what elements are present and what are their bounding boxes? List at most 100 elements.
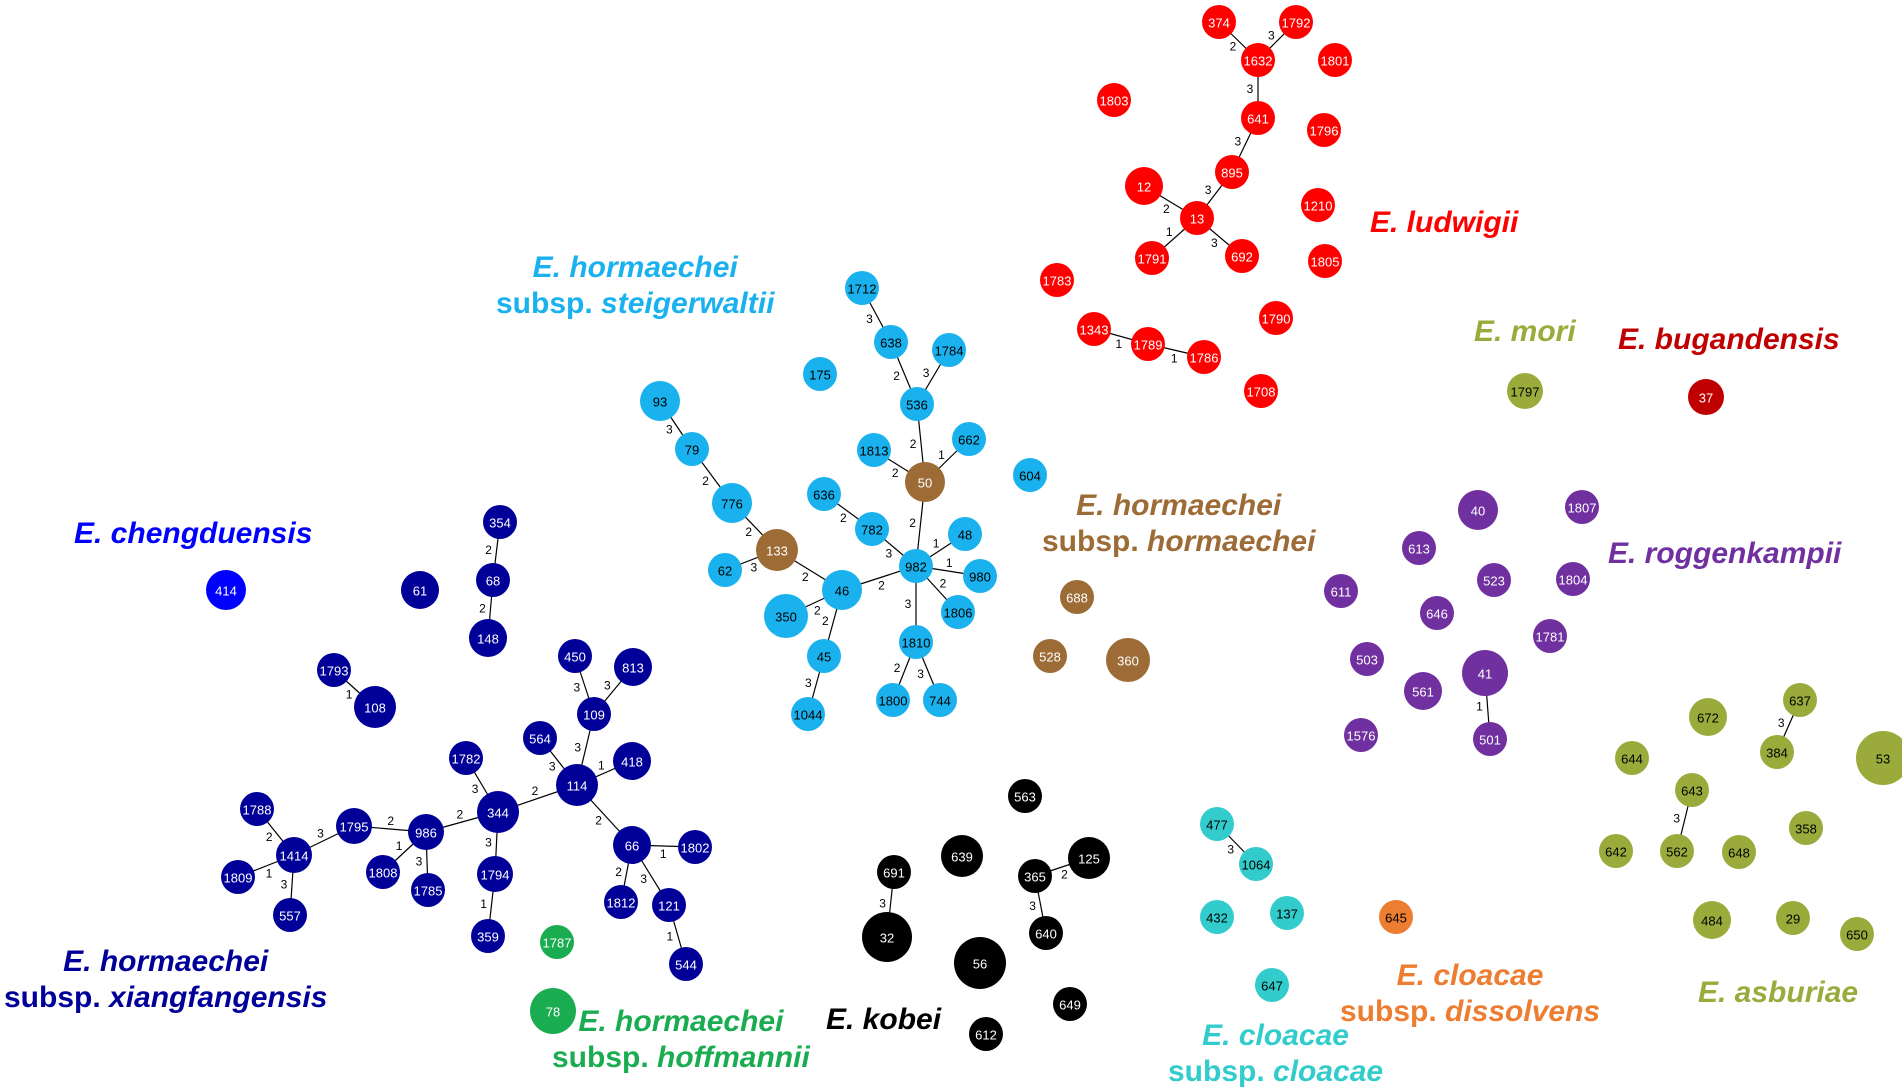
node-776: 776 <box>712 483 752 523</box>
species-label-line1: E. ludwigii <box>1370 206 1519 239</box>
node-circle <box>807 639 841 673</box>
node-circle <box>1776 901 1810 935</box>
node-1797: 1797 <box>1507 373 1543 409</box>
edge-weight-label: 1 <box>946 556 953 570</box>
node-circle <box>669 947 703 981</box>
node-circle <box>1308 244 1342 278</box>
node-78: 78 <box>530 988 576 1034</box>
species-label-subspecies: xiangfangensis <box>109 981 328 1014</box>
edge-weight-label: 3 <box>886 547 893 561</box>
node-circle <box>206 570 246 610</box>
node-circle <box>1180 201 1214 235</box>
species-label-line1: E. chengduensis <box>74 517 313 550</box>
edge-weight-label: 1 <box>660 847 667 861</box>
node-circle <box>1244 374 1278 408</box>
node-circle <box>613 742 651 780</box>
node-label: 650 <box>1846 928 1868 943</box>
node-360: 360 <box>1106 638 1150 682</box>
node-label: 62 <box>718 564 732 579</box>
node-circle <box>1760 735 1794 769</box>
edge-weight-label: 3 <box>472 782 479 796</box>
node-503: 503 <box>1350 642 1384 676</box>
edge-weight-label: 3 <box>917 667 924 681</box>
edge-weight-label: 1 <box>933 536 940 550</box>
node-1632: 1632 <box>1241 43 1275 77</box>
node-414: 414 <box>206 570 246 610</box>
edge-weight-label: 2 <box>814 603 821 617</box>
edge-weight-label: 3 <box>751 560 758 574</box>
edge-weight-label: 2 <box>893 369 900 383</box>
node-1785: 1785 <box>411 873 445 907</box>
node-label: 50 <box>918 476 932 491</box>
edge-weight-label: 2 <box>595 813 602 827</box>
node-label: 1782 <box>452 752 481 767</box>
edge-weight-label: 1 <box>938 448 945 462</box>
node-circle <box>1344 718 1378 752</box>
species-label-asburiae: E. asburiae <box>1698 975 1858 1011</box>
node-133: 133 <box>756 529 798 571</box>
node-374: 374 <box>1202 5 1236 39</box>
node-66: 66 <box>613 826 651 864</box>
node-circle <box>899 625 933 659</box>
node-circle <box>577 697 611 731</box>
node-label: 1804 <box>1559 573 1588 588</box>
node-label: 563 <box>1014 790 1036 805</box>
species-label-line1: E. cloacae <box>1202 1019 1349 1052</box>
node-label: 418 <box>621 755 643 770</box>
node-label: 1781 <box>1536 630 1565 645</box>
node-circle <box>899 549 933 583</box>
node-label: 1788 <box>243 803 272 818</box>
node-528: 528 <box>1033 639 1067 673</box>
node-label: 56 <box>973 957 987 972</box>
species-label-steigerwaltii: E. hormaechei subsp. steigerwaltii <box>496 250 774 322</box>
node-1787: 1787 <box>540 925 574 959</box>
node-982: 982 <box>899 549 933 583</box>
node-1812: 1812 <box>604 885 638 919</box>
node-label: 114 <box>567 779 588 794</box>
node-484: 484 <box>1693 901 1731 939</box>
node-148: 148 <box>469 619 507 657</box>
node-circle <box>556 764 598 806</box>
node-1788: 1788 <box>240 792 274 826</box>
node-label: 503 <box>1356 653 1378 668</box>
node-label: 1813 <box>860 444 889 459</box>
node-circle <box>1404 672 1442 710</box>
node-circle <box>876 683 910 717</box>
node-label: 121 <box>658 899 680 914</box>
node-1793: 1793 <box>317 653 351 687</box>
node-circle <box>530 988 576 1034</box>
edge-weight-label: 3 <box>923 366 930 380</box>
node-350: 350 <box>764 594 808 638</box>
node-label: 1708 <box>1247 385 1276 400</box>
node-692: 692 <box>1225 239 1259 273</box>
node-circle <box>941 595 975 629</box>
node-circle <box>1307 113 1341 147</box>
edge-weight-label: 3 <box>1205 183 1212 197</box>
node-circle <box>954 937 1006 989</box>
node-circle <box>1556 562 1590 596</box>
node-circle <box>476 563 510 597</box>
node-label: 1797 <box>1511 385 1540 400</box>
node-384: 384 <box>1760 735 1794 769</box>
species-label-prefix: subsp. <box>496 287 602 320</box>
edge-weight-label: 2 <box>892 466 899 480</box>
node-895: 895 <box>1215 155 1249 189</box>
node-circle <box>1270 896 1304 930</box>
edge-weight-label: 3 <box>1029 899 1036 913</box>
node-label: 613 <box>1408 542 1430 557</box>
node-744: 744 <box>923 683 957 717</box>
edge-weight-label: 3 <box>604 678 611 692</box>
node-circle <box>401 571 439 609</box>
node-label: 644 <box>1621 752 1643 767</box>
edge-weight-label: 2 <box>878 579 885 593</box>
edge-weight-label: 3 <box>640 872 647 886</box>
species-label-subspecies: dissolvens <box>1445 995 1601 1028</box>
node-circle <box>1008 779 1042 813</box>
node-label: 48 <box>958 528 972 543</box>
node-1794: 1794 <box>477 856 513 892</box>
edge-weight-label: 3 <box>574 741 581 755</box>
node-circle <box>558 639 592 673</box>
node-circle <box>756 529 798 571</box>
